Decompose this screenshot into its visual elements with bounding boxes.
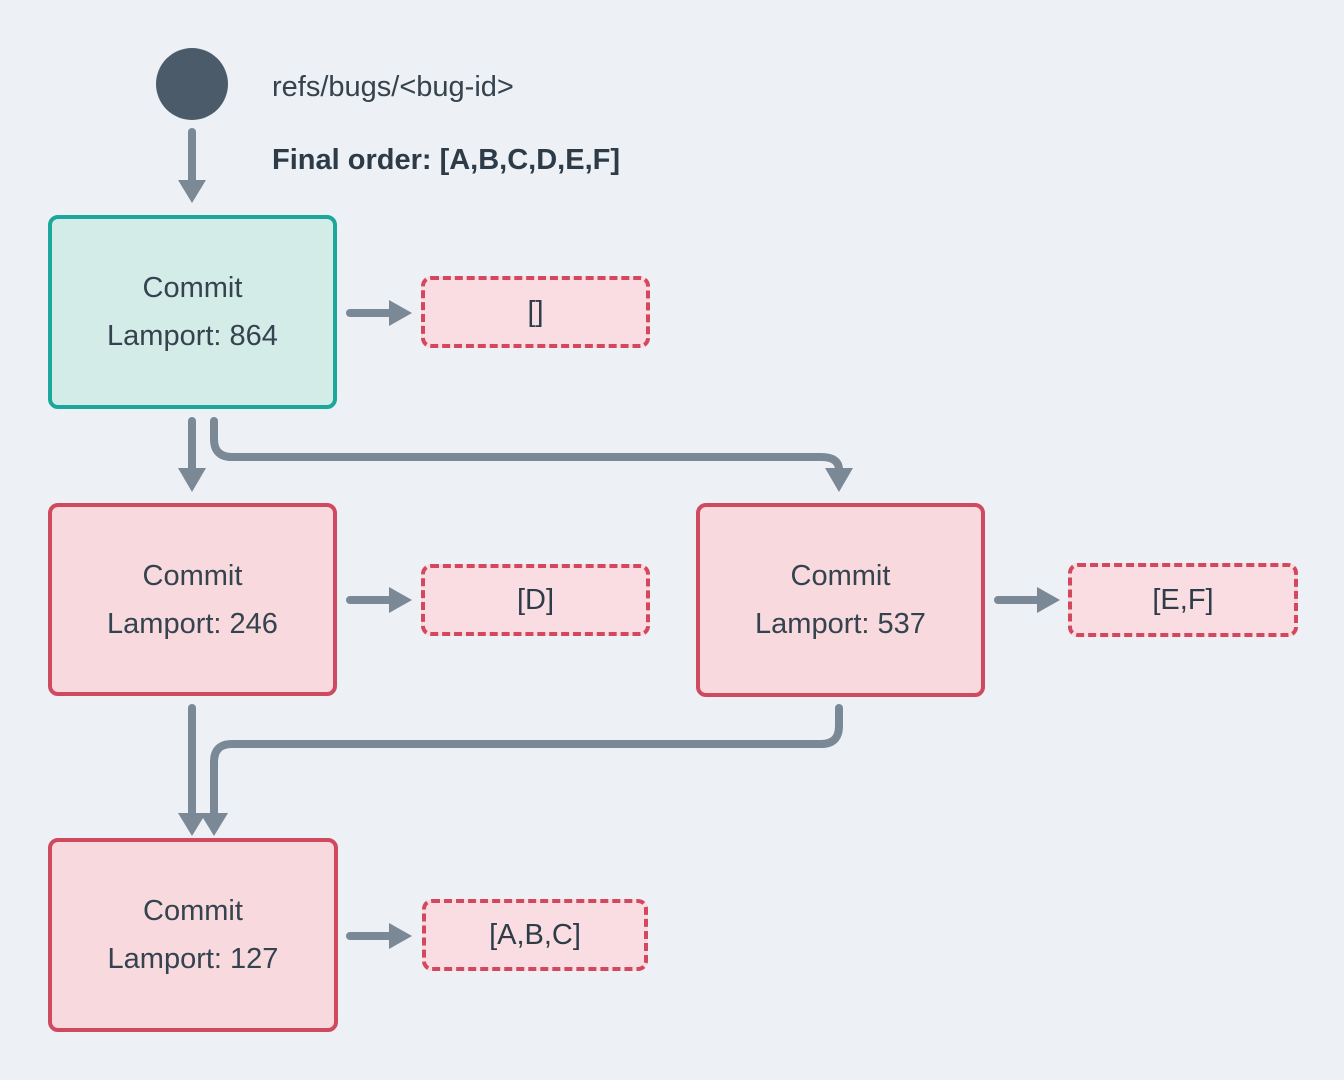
commit-title: Commit: [790, 560, 891, 592]
payload-box-127: [A,B,C]: [422, 899, 648, 971]
ref-node-circle: [156, 48, 228, 120]
commit-title: Commit: [142, 272, 243, 304]
arrow-commit-537-to-payload: [994, 587, 1060, 613]
commit-lamport: Lamport: 246: [107, 607, 278, 640]
payload-value: [D]: [516, 583, 555, 616]
arrow-commit-864-to-commit-537: [210, 417, 853, 492]
commit-node-246: Commit Lamport: 246: [48, 503, 337, 696]
arrow-commit-537-to-commit-127: [200, 704, 843, 836]
arrow-commit-864-to-payload: [346, 300, 412, 326]
ref-name-label: refs/bugs/<bug-id>: [272, 71, 514, 103]
commit-title: Commit: [143, 895, 243, 927]
commit-node-127: Commit Lamport: 127: [48, 838, 338, 1032]
commit-node-864: Commit Lamport: 864: [48, 215, 337, 409]
commit-node-537: Commit Lamport: 537: [696, 503, 985, 697]
arrow-commit-127-to-payload: [346, 923, 412, 949]
commit-lamport: Lamport: 864: [107, 320, 278, 352]
commit-lamport: Lamport: 537: [755, 608, 926, 640]
payload-box-246: [D]: [421, 564, 650, 636]
payload-value: []: [527, 295, 544, 328]
commit-lamport: Lamport: 127: [107, 943, 279, 975]
arrow-commit-246-to-payload: [346, 587, 412, 613]
arrow-ref-to-commit-864: [178, 128, 206, 203]
arrow-commit-864-to-commit-246: [178, 417, 206, 492]
final-order-label: Final order: [A,B,C,D,E,F]: [272, 144, 620, 176]
payload-value: [A,B,C]: [489, 918, 581, 951]
payload-box-537: [E,F]: [1068, 563, 1298, 637]
arrow-commit-246-to-commit-127: [178, 704, 206, 836]
payload-value: [E,F]: [1152, 583, 1214, 616]
payload-box-864: []: [421, 276, 650, 348]
commit-title: Commit: [142, 559, 243, 592]
